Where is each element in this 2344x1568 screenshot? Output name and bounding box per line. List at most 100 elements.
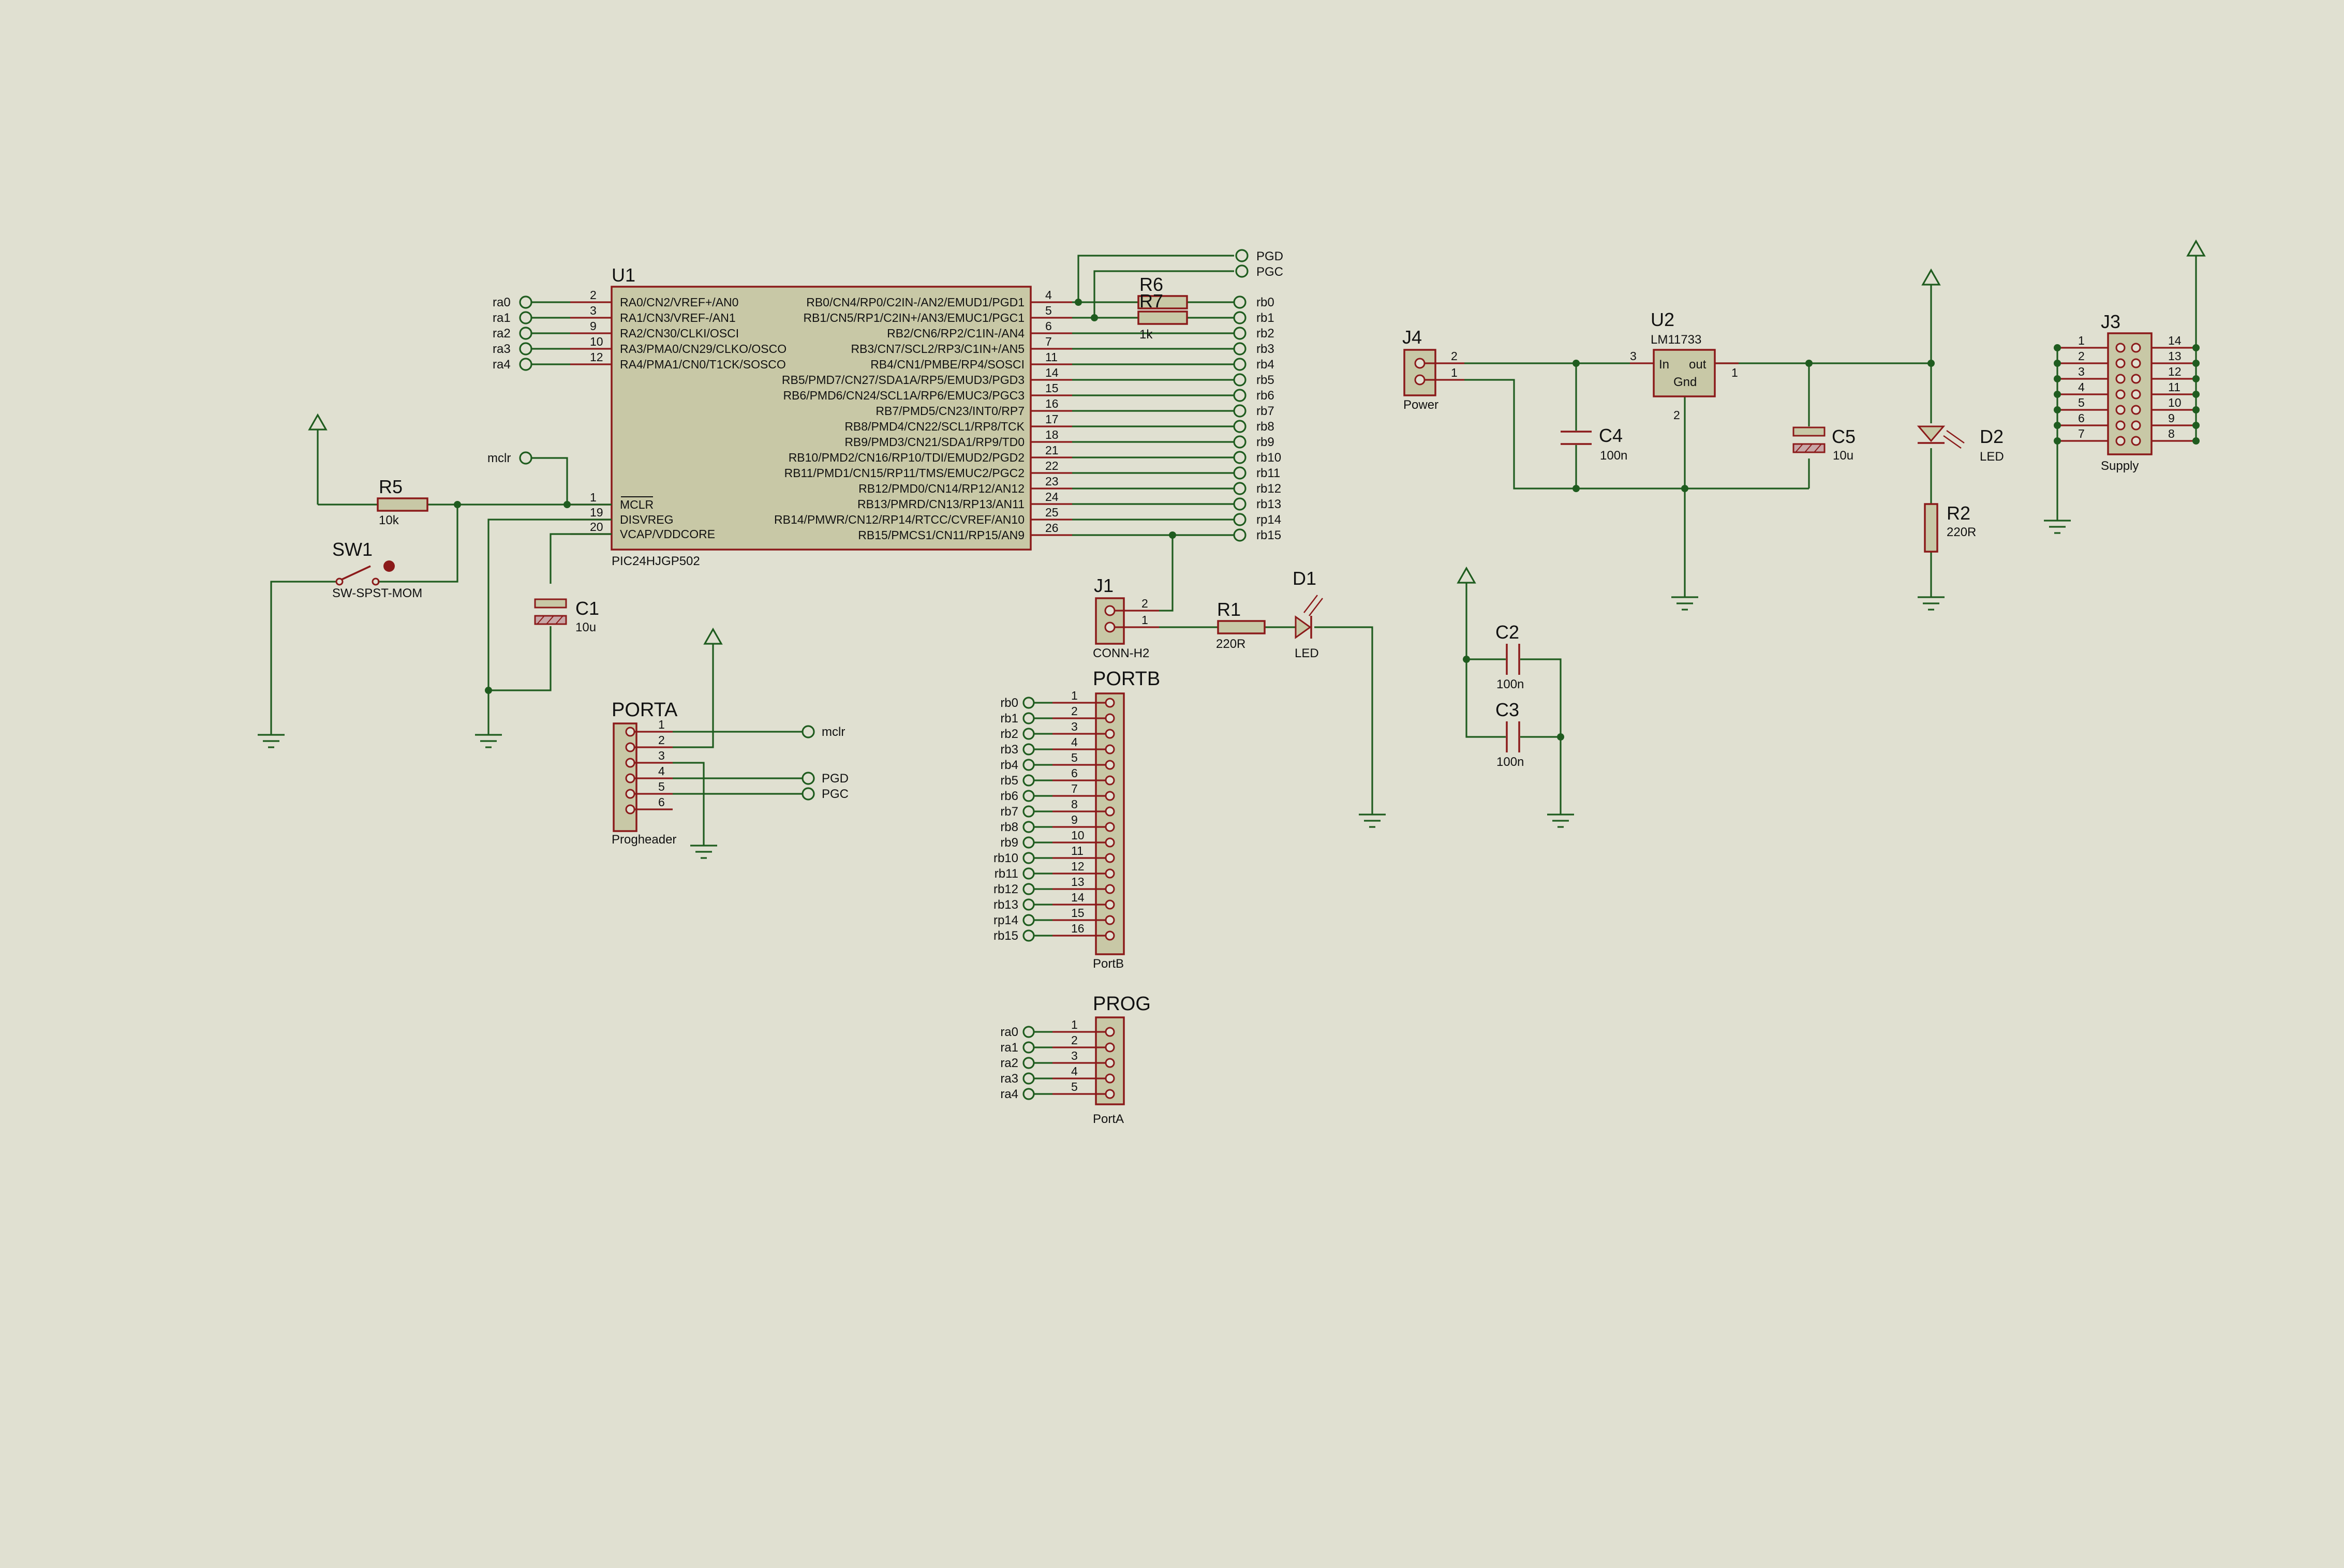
mcu-pin-name: RB4/CN1/PMBE/RP4/SOSCI — [870, 358, 1025, 371]
connector-j1[interactable]: 2 1 J1 CONN-H2 — [1093, 575, 1159, 660]
r5-body — [377, 497, 428, 512]
net-terminal-ra0[interactable] — [519, 295, 532, 309]
capacitor-c5[interactable]: C5 10u — [1792, 426, 1856, 463]
mcu-pin-number: 24 — [1045, 490, 1059, 504]
net-terminal-ra4[interactable] — [519, 358, 532, 371]
net-terminal-rp14[interactable] — [1233, 513, 1247, 526]
net-terminal-rb7[interactable] — [1022, 805, 1035, 818]
led-d1[interactable]: D1 LED — [1293, 568, 1323, 660]
net-terminal-rb5[interactable] — [1233, 373, 1247, 387]
net-terminal-rb13[interactable] — [1233, 497, 1247, 511]
net-terminal-rb7[interactable] — [1233, 404, 1247, 418]
socket — [625, 789, 635, 799]
net-label-rb7: rb7 — [1256, 404, 1274, 418]
net-terminal-ra3[interactable] — [1022, 1072, 1035, 1085]
net-terminal-rb3[interactable] — [1022, 743, 1035, 756]
u2-part: LM11733 — [1651, 333, 1701, 347]
capacitor-c3[interactable]: C3 100n — [1495, 699, 1524, 769]
net-label-ra2: ra2 — [1000, 1056, 1018, 1070]
net-terminal-rp14[interactable] — [1022, 914, 1035, 926]
net-terminal-rb9[interactable] — [1022, 836, 1035, 849]
net-terminal-rb8[interactable] — [1022, 821, 1035, 833]
mcu-pin-number: 21 — [1045, 443, 1059, 457]
mcu-pin-name: DISVREG — [620, 513, 674, 526]
porta-mclr-terminal[interactable] — [802, 725, 815, 738]
net-terminal-ra2[interactable] — [1022, 1057, 1035, 1069]
pgd-terminal[interactable] — [1235, 249, 1249, 262]
switch-sw1[interactable]: SW1 SW-SPST-MOM — [332, 539, 422, 600]
net-terminal-rb6[interactable] — [1233, 389, 1247, 402]
net-terminal-ra4[interactable] — [1022, 1088, 1035, 1100]
connector-j4[interactable]: 2 1 J4 Power — [1402, 327, 1464, 412]
net-terminal-rb2[interactable] — [1233, 327, 1247, 340]
porta-value: Progheader — [612, 833, 676, 847]
net-terminal-ra1[interactable] — [519, 311, 532, 324]
pgc-terminal[interactable] — [1235, 264, 1249, 278]
resistor-r2[interactable]: R2 220R — [1924, 502, 1976, 553]
led-d2[interactable]: D2 LED — [1917, 425, 2004, 464]
net-terminal-ra0[interactable] — [1022, 1026, 1035, 1038]
j1-value: CONN-H2 — [1093, 646, 1149, 660]
socket — [1105, 791, 1115, 801]
net-terminal-rb10[interactable] — [1022, 852, 1035, 864]
header-pin-number: 6 — [658, 795, 665, 809]
net-terminal-ra3[interactable] — [519, 342, 532, 356]
header-portb[interactable]: PORTB PortB 1rb02rb13rb24rb35rb46rb57rb6… — [993, 668, 1160, 971]
net-label-rb11: rb11 — [1256, 466, 1280, 480]
socket — [1105, 884, 1115, 894]
resistor-r5[interactable]: R5 10k — [377, 476, 428, 527]
net-terminal-rb4[interactable] — [1022, 759, 1035, 771]
net-terminal-rb3[interactable] — [1233, 342, 1247, 356]
net-terminal-rb8[interactable] — [1233, 420, 1247, 433]
resistor-r6[interactable]: R6 — [1137, 274, 1188, 309]
net-terminal-rb1[interactable] — [1022, 712, 1035, 724]
net-terminal-rb6[interactable] — [1022, 790, 1035, 802]
net-terminal-rb13[interactable] — [1022, 898, 1035, 911]
regulator-u2[interactable]: U2 LM11733 In out Gnd 3 1 2 — [1630, 309, 1739, 422]
mcu-u1[interactable]: U1 PIC24HJGP502 2RA0/CN2/VREF+/AN0ra03RA… — [493, 264, 1281, 568]
net-terminal-ra2[interactable] — [519, 327, 532, 340]
socket — [1105, 868, 1115, 879]
r5-ref: R5 — [379, 476, 403, 497]
capacitor-c2[interactable]: C2 100n — [1495, 622, 1524, 691]
net-terminal-rb0[interactable] — [1022, 697, 1035, 709]
socket — [1105, 775, 1115, 786]
net-terminal-rb10[interactable] — [1233, 451, 1247, 464]
mcu-pin-name: RB10/PMD2/CN16/RP10/TDI/EMUD2/PGD2 — [789, 451, 1025, 464]
resistor-r1[interactable]: R1 220R — [1216, 599, 1266, 651]
porta-pgc-terminal[interactable] — [802, 787, 815, 801]
socket — [2115, 436, 2126, 446]
net-terminal-rb9[interactable] — [1233, 435, 1247, 449]
net-terminal-rb1[interactable] — [1233, 311, 1247, 324]
net-terminal-rb12[interactable] — [1233, 482, 1247, 495]
header-pin-number: 16 — [1071, 922, 1085, 935]
j4-pin-2: 2 — [1451, 349, 1458, 363]
net-terminal-ra1[interactable] — [1022, 1041, 1035, 1054]
net-label-rb0: rb0 — [1000, 696, 1018, 710]
net-terminal-rb15[interactable] — [1233, 528, 1247, 542]
mcu-pin-name: RB6/PMD6/CN24/SCL1A/RP6/EMUC3/PGC3 — [783, 389, 1025, 402]
net-terminal-rb5[interactable] — [1022, 774, 1035, 787]
d2-value: LED — [1980, 450, 2004, 464]
net-terminal-rb4[interactable] — [1233, 358, 1247, 371]
j4-pin-1: 1 — [1451, 366, 1458, 379]
socket — [625, 742, 635, 752]
net-terminal-rb2[interactable] — [1022, 728, 1035, 740]
net-label-ra0: ra0 — [1000, 1025, 1018, 1039]
j3-pin-number: 6 — [2078, 411, 2085, 425]
net-terminal-rb15[interactable] — [1022, 929, 1035, 942]
net-label-rb13: rb13 — [1256, 497, 1281, 511]
capacitor-c1[interactable]: C1 10u — [534, 598, 599, 634]
net-terminal-rb0[interactable] — [1233, 295, 1247, 309]
resistor-r7[interactable]: R7 1k — [1137, 290, 1188, 342]
net-terminal-rb11[interactable] — [1233, 466, 1247, 480]
net-terminal-rb11[interactable] — [1022, 867, 1035, 880]
mclr-terminal[interactable] — [519, 451, 532, 465]
net-terminal-rb12[interactable] — [1022, 883, 1035, 895]
porta-pgd-terminal[interactable] — [802, 772, 815, 785]
capacitor-c4[interactable]: C4 100n — [1561, 425, 1627, 463]
mcu-left-pins: 2RA0/CN2/VREF+/AN0ra03RA1/CN3/VREF-/AN1r… — [493, 288, 787, 541]
